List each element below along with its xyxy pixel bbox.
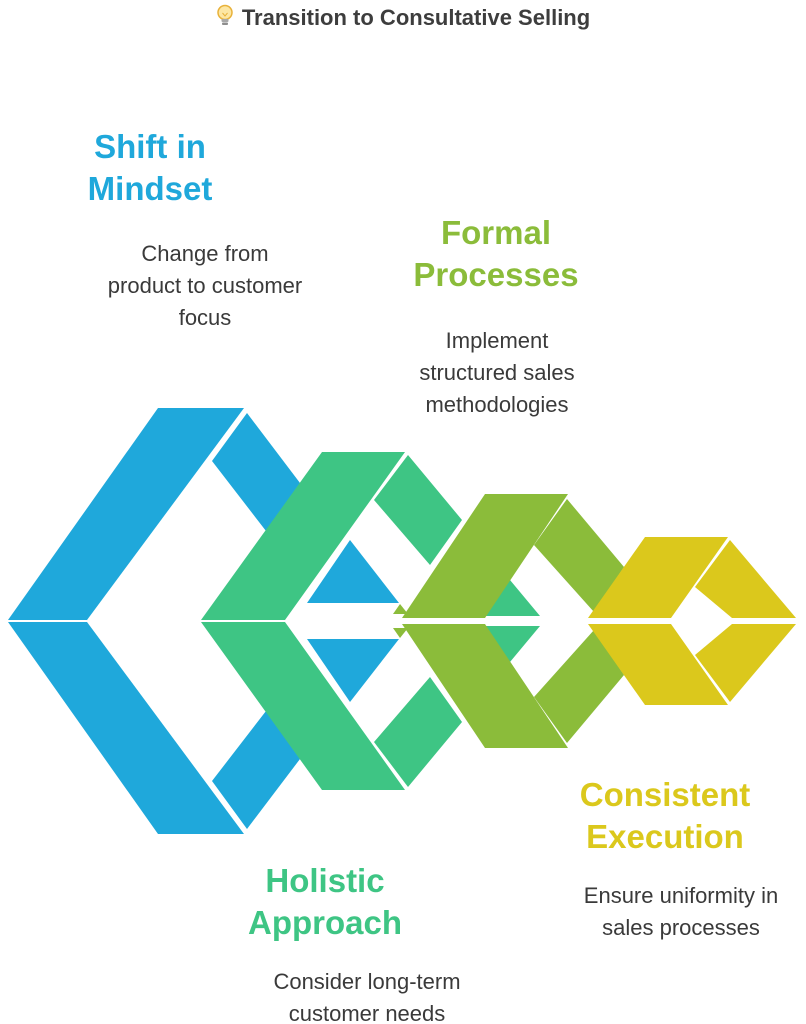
stage-2-description: Implement structured sales methodologies	[419, 328, 575, 417]
stage-3-connector-bottom	[393, 628, 408, 638]
stage-4-band-bottom	[588, 624, 728, 705]
stage-3-right-top	[534, 499, 624, 612]
stage-3-band-bottom	[402, 624, 568, 748]
stage-2-title: Formal Processes	[413, 214, 579, 293]
stage-2-inner-top	[480, 580, 540, 616]
stage-2-right-top	[374, 455, 462, 565]
stage-2-diamond	[201, 452, 540, 790]
stage-1-title: Shift in Mindset	[87, 128, 213, 207]
stage-3-diamond	[393, 494, 624, 748]
stage-1-right-bottom	[212, 711, 300, 829]
stage-1-description: Change from product to customer focus	[107, 241, 303, 330]
stage-3-description: Consider long-term customer needs	[273, 969, 461, 1024]
stage-4-description: Ensure uniformity in sales processes	[583, 883, 779, 940]
page-header: Transition to Consultative Selling	[0, 4, 806, 34]
stage-1-inner-top	[307, 540, 399, 603]
stage-2-right-bottom	[374, 677, 462, 787]
page-title: Transition to Consultative Selling	[241, 5, 591, 30]
stage-4-right-top	[695, 540, 796, 618]
stage-2-band-top	[201, 452, 405, 620]
lightbulb-icon	[216, 4, 234, 34]
stage-1-diamond	[8, 408, 399, 834]
stage-1-band-top	[8, 408, 244, 620]
stage-1-inner-bottom	[307, 639, 399, 702]
stage-1-band-bottom	[8, 622, 244, 834]
stage-4-band-top	[588, 537, 728, 618]
stage-2-band-bottom	[201, 622, 405, 790]
stage-3-connector-top	[393, 604, 408, 614]
stage-4-diamond	[588, 537, 796, 705]
stage-2-inner-bottom	[480, 626, 540, 662]
stage-4-title: Consistent Execution	[579, 776, 751, 855]
stage-3-band-top	[402, 494, 568, 618]
stage-3-right-bottom	[534, 630, 624, 743]
stage-4-right-bottom	[695, 624, 796, 702]
stage-1-right-top	[212, 413, 300, 531]
stage-3-title: Holistic Approach	[247, 862, 402, 941]
